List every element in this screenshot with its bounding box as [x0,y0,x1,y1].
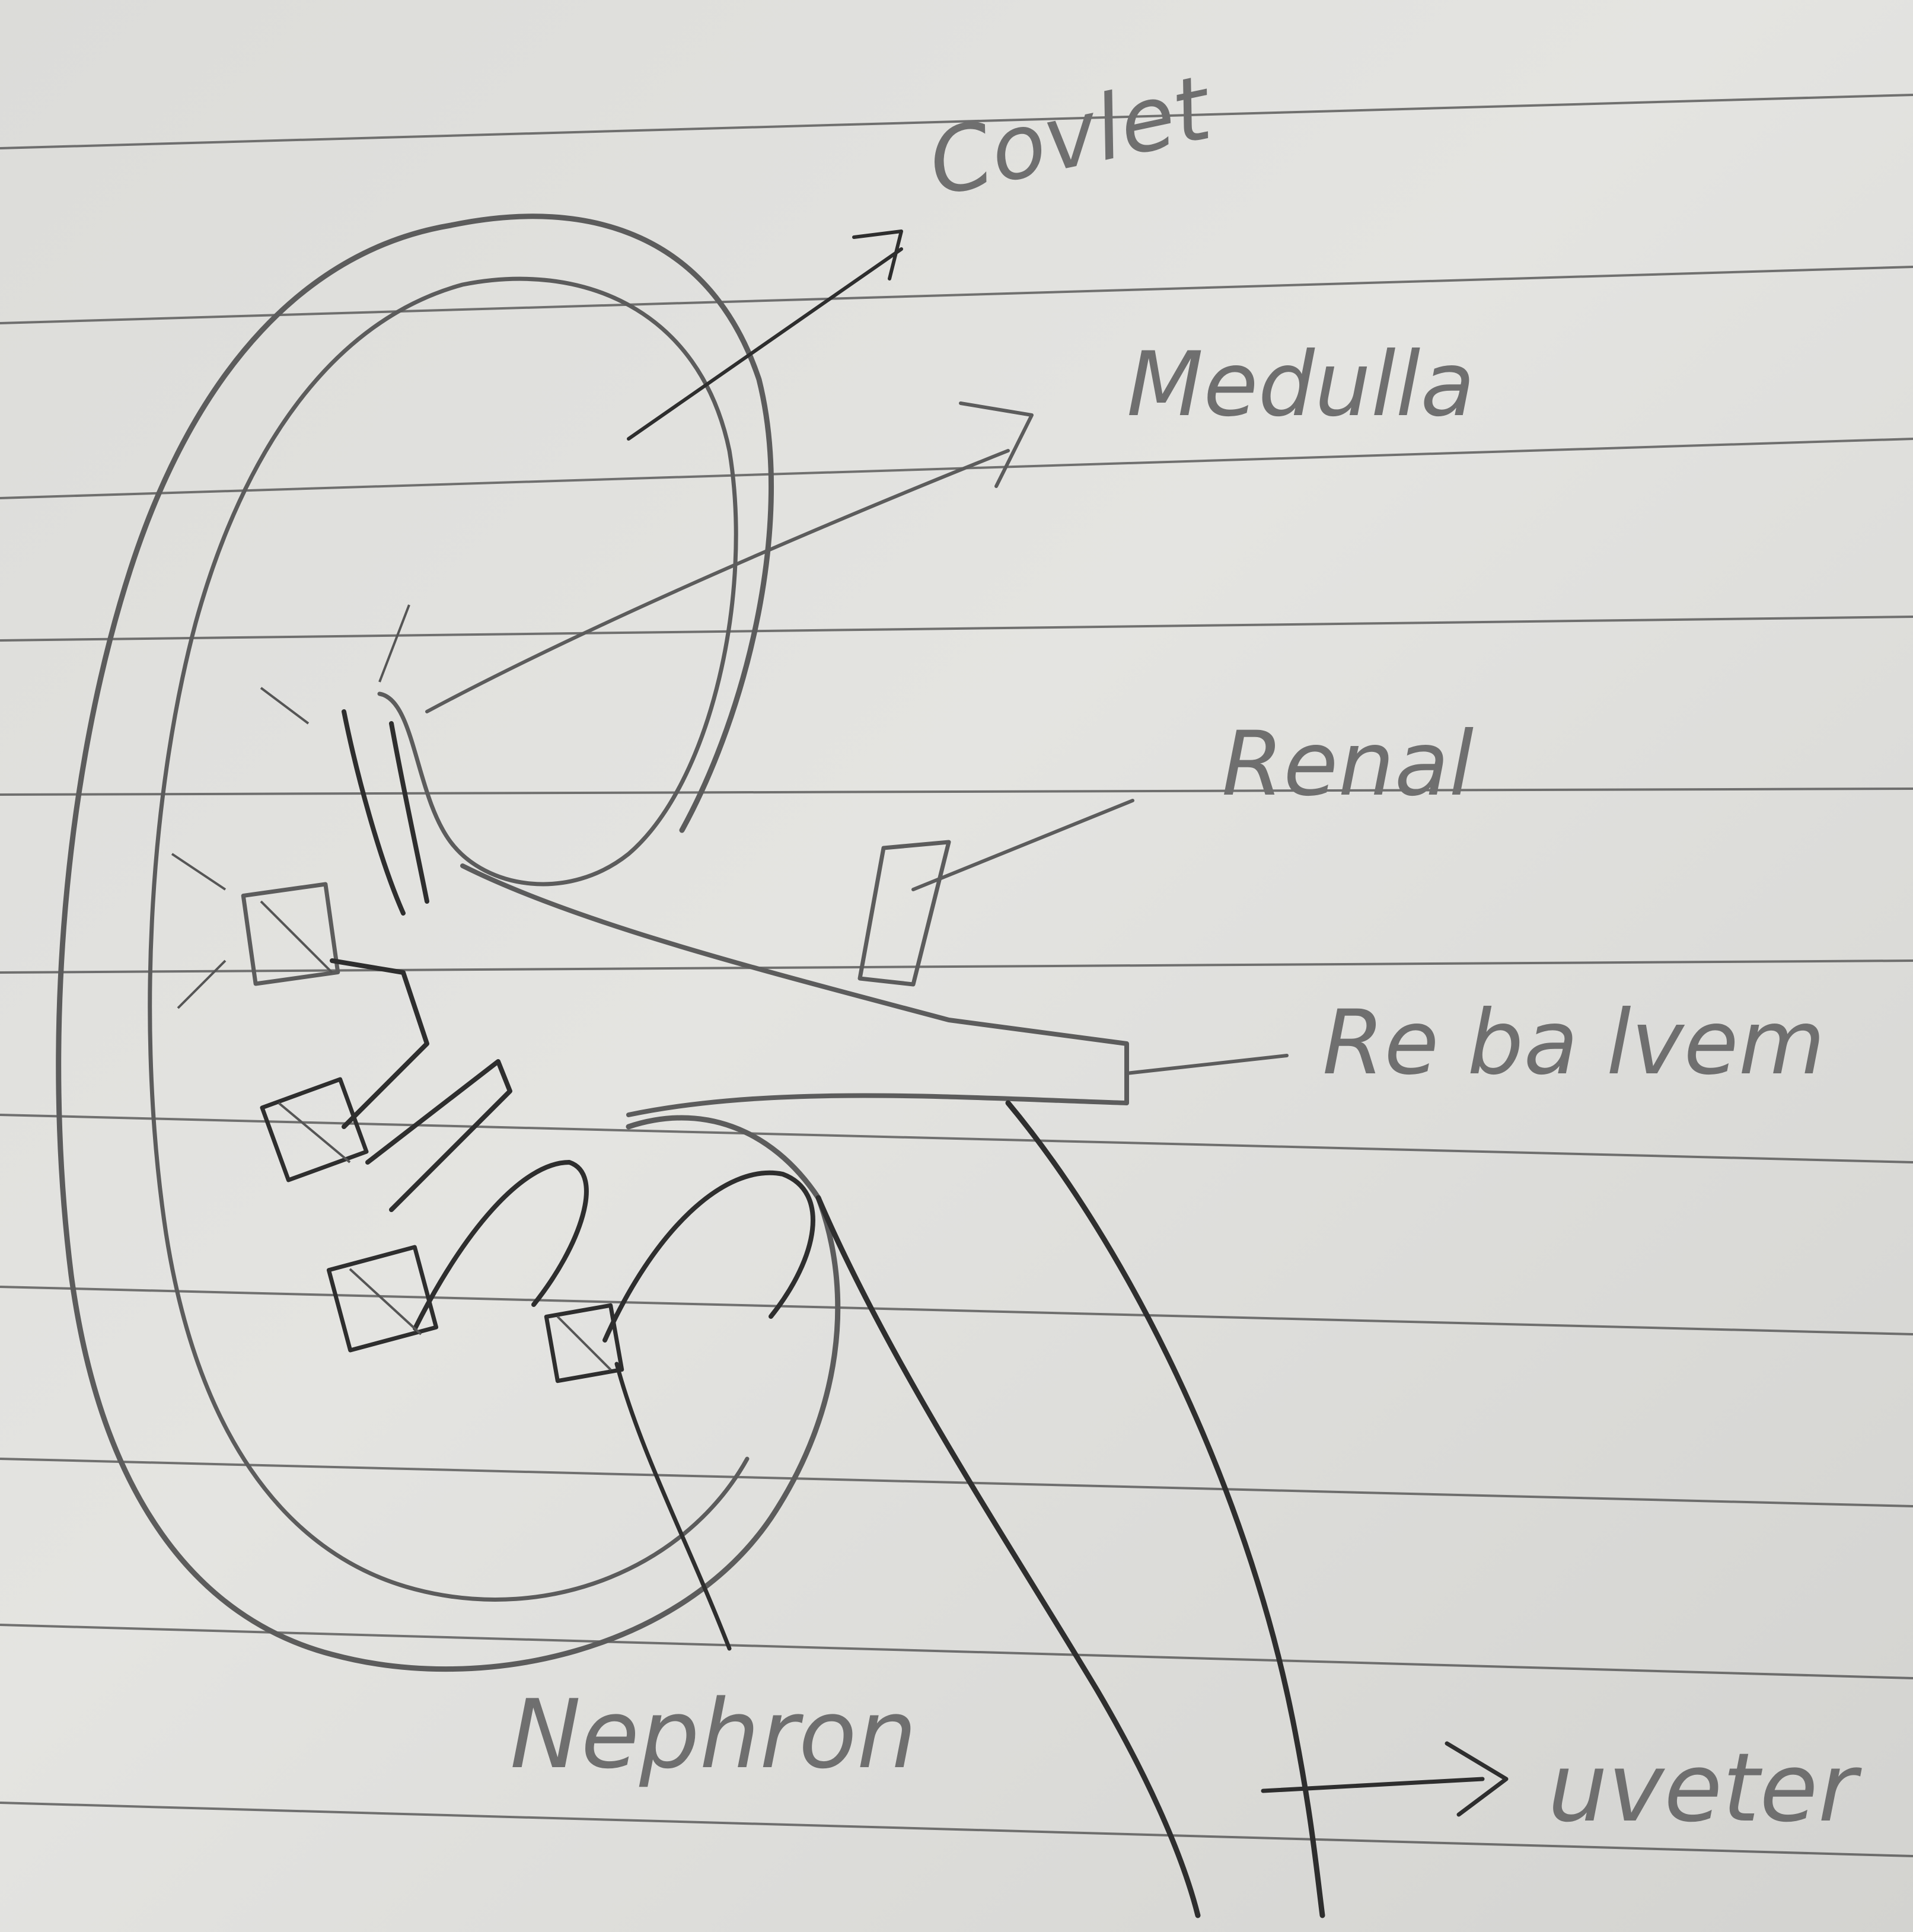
calyx [332,961,510,1210]
hatch-line [380,605,409,682]
rule-line [0,961,1913,973]
renal-vein-leader [1127,1056,1287,1073]
hatch-line [261,688,308,723]
hatch-line [172,854,225,890]
rule-line [0,789,1913,795]
kidney-outer-outline [59,216,838,1669]
ruled-lines [0,95,1913,1856]
pyramid-middle [262,1079,366,1180]
ureter-tube [818,1103,1322,1915]
hatch-line [178,961,225,1008]
hatch-line [279,1103,350,1162]
rule-line [0,1459,1913,1506]
label-ureter: uveter [1548,1732,1863,1843]
label-renal: Renal [1222,713,1474,816]
rule-line [0,1625,1913,1678]
hatch-line [350,1269,421,1334]
renal-pyramids [243,712,813,1381]
hatch-line [557,1316,611,1370]
label-medulla: Medulla [1127,333,1475,436]
rule-line [0,1115,1913,1162]
pyramid-upper [243,884,338,984]
label-nephron: Nephron [510,1679,917,1790]
rule-line [0,267,1913,323]
hatch-line [261,901,332,973]
renal-vessel-trunk [463,866,1127,1115]
calyx [344,712,427,913]
label-renal-vein: Re ba lvem [1322,991,1825,1095]
label-cortex: Covlet [920,56,1222,217]
renal-artery-stub [860,842,949,984]
rule-line [0,617,1913,640]
rule-line [0,1287,1913,1334]
rule-line [0,439,1913,498]
